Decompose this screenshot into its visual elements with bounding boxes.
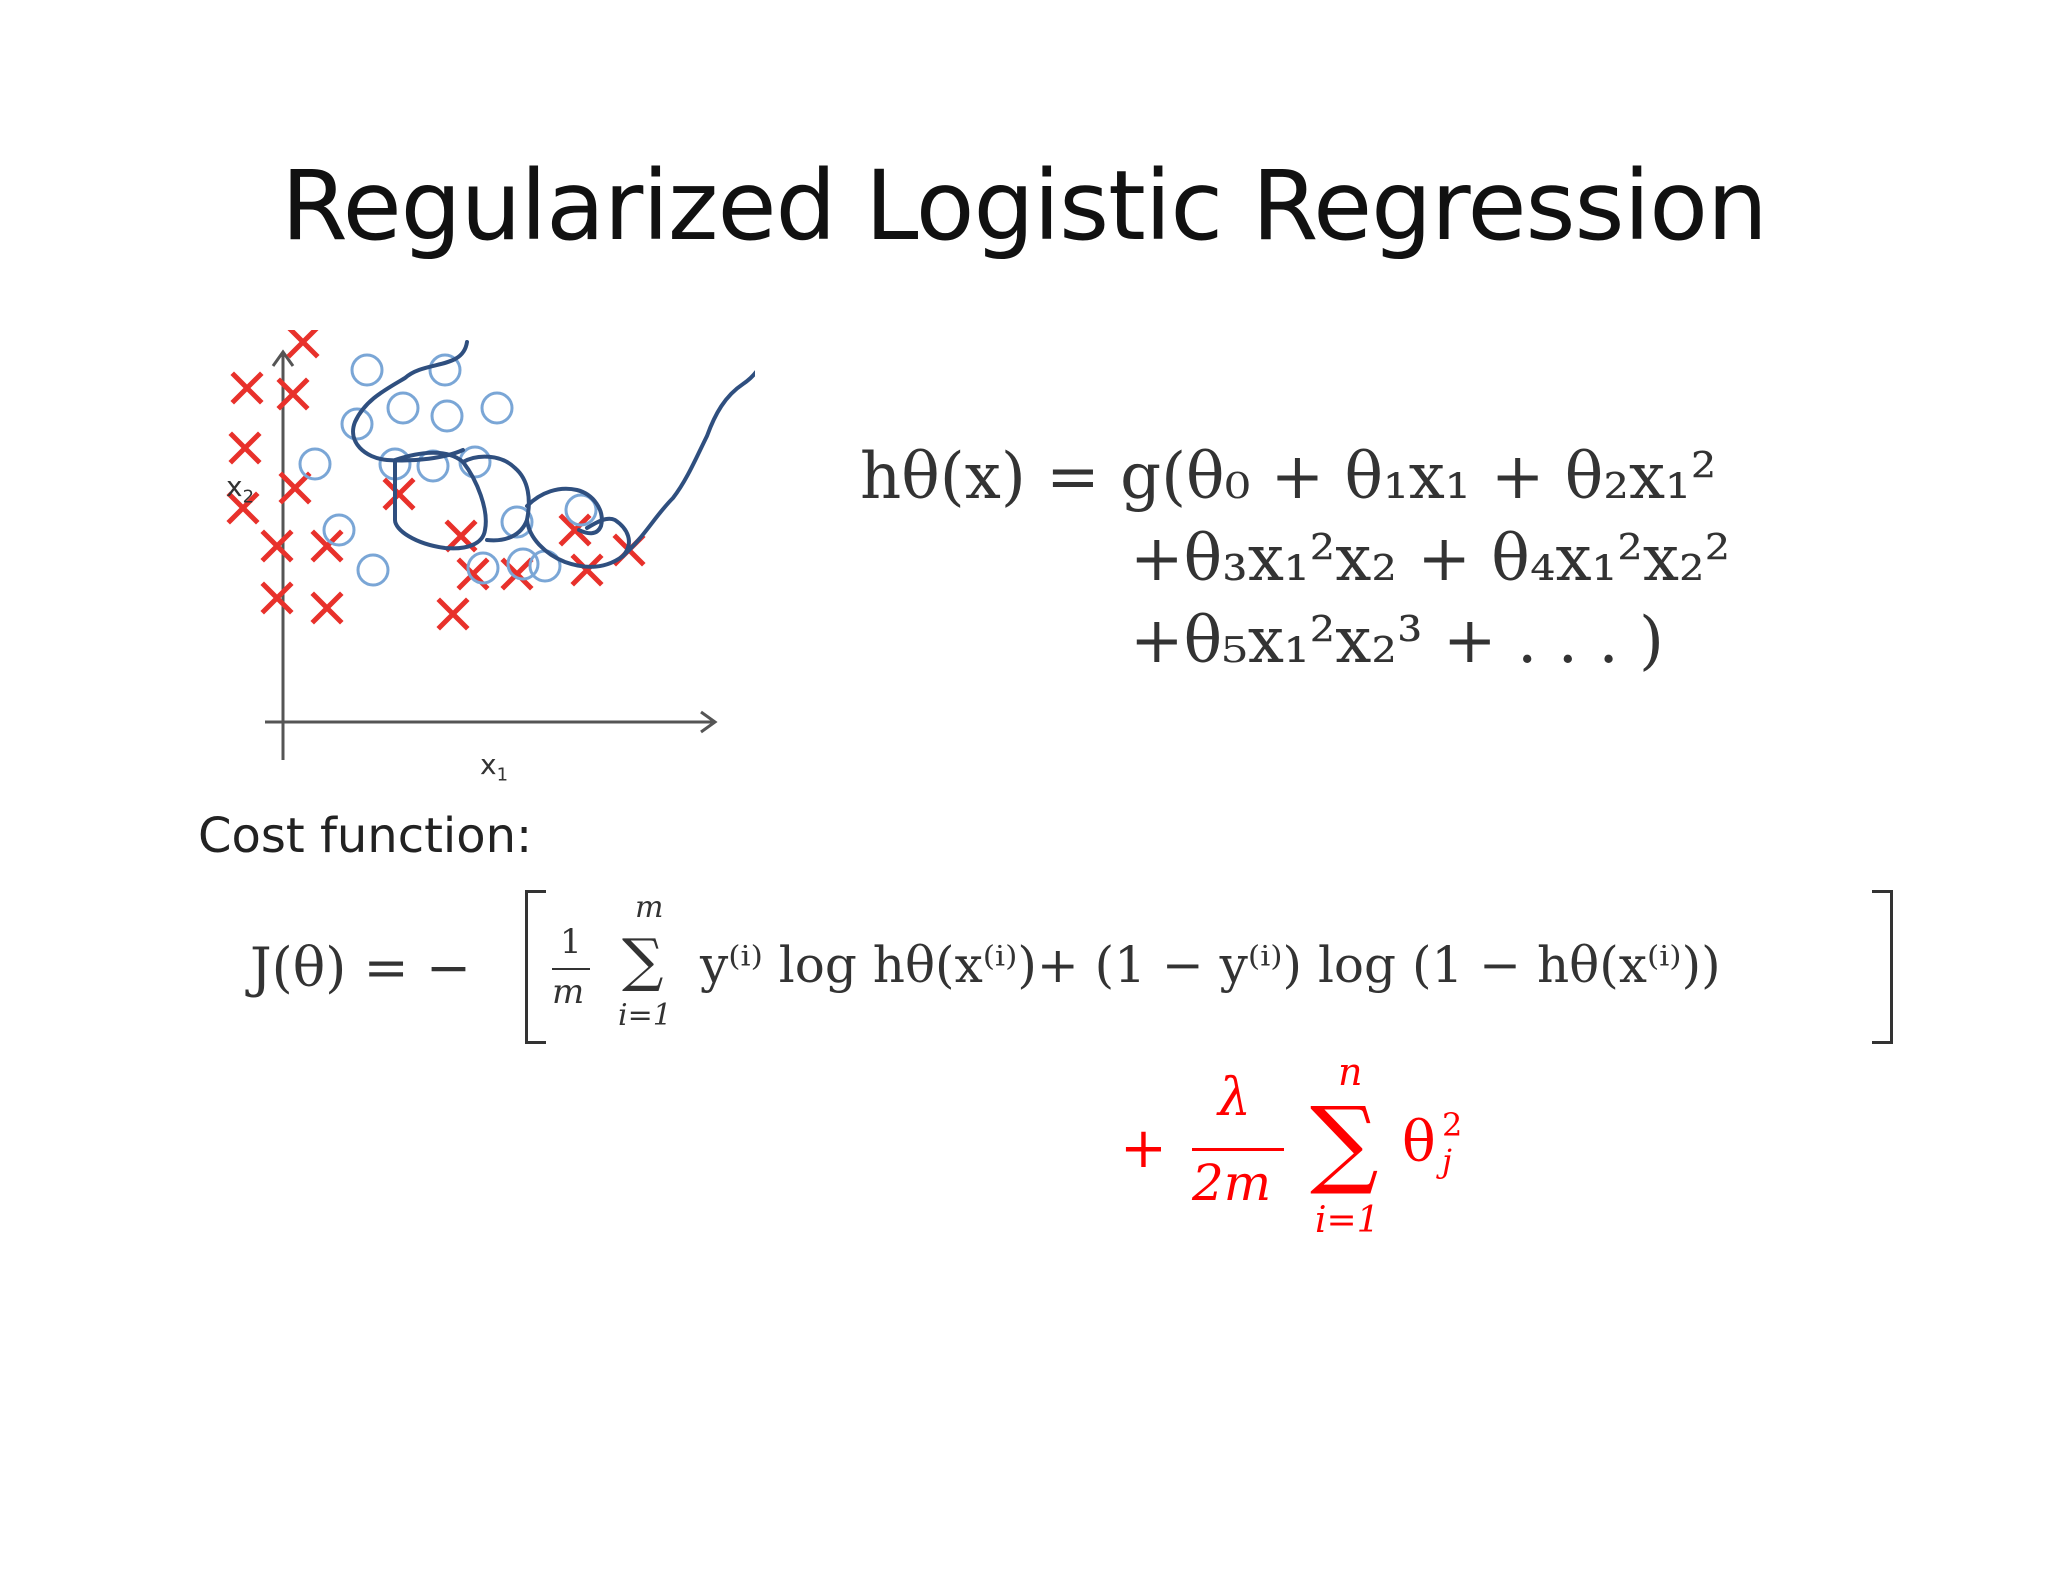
x-axis-arrow — [700, 710, 718, 734]
circle-marker — [322, 513, 356, 547]
cross-marker — [260, 581, 294, 615]
scatter-plot — [226, 330, 755, 760]
cross-markers — [226, 330, 646, 631]
cost-lhs: J(θ) = − — [250, 936, 472, 999]
cost-sum-top: m — [635, 890, 664, 925]
x-axis-label: x1 — [480, 748, 508, 786]
reg-sum-symbol: ∑ — [1310, 1086, 1379, 1198]
slide-title: Regularized Logistic Regression — [281, 150, 1768, 262]
x-axis-label-sub: 1 — [496, 764, 509, 786]
cost-equation: J(θ) = − 1 m m ∑ i=1 y⁽ⁱ⁾ log hθ(x⁽ⁱ⁾)+ … — [250, 880, 1910, 1050]
cross-marker — [436, 597, 470, 631]
hypothesis-line-3: +θ₅x₁²x₂³ + . . . ) — [1130, 604, 1664, 678]
circle-marker — [500, 505, 534, 539]
circle-marker — [350, 353, 384, 387]
reg-term-theta: θ — [1402, 1110, 1436, 1175]
reg-term-sub: j — [1442, 1142, 1452, 1180]
cost-body: y⁽ⁱ⁾ log hθ(x⁽ⁱ⁾)+ (1 − y⁽ⁱ⁾) log (1 − h… — [700, 936, 1721, 994]
cross-marker — [558, 513, 592, 547]
circle-marker — [466, 551, 500, 585]
cost-frac-num: 1 — [560, 922, 582, 962]
cross-marker — [310, 591, 344, 625]
cross-marker — [278, 471, 312, 505]
cross-marker — [228, 431, 262, 465]
cost-sum-symbol: ∑ — [622, 926, 664, 994]
cost-frac-bar — [552, 968, 590, 970]
y-axis-arrow — [271, 349, 295, 367]
regularization-term: + λ 2m n ∑ i=1 θ 2 j — [1110, 1050, 1530, 1250]
cross-marker — [382, 477, 416, 511]
y-axis-label: x2 — [226, 470, 254, 508]
decision-boundary — [351, 340, 755, 569]
cross-marker — [226, 491, 260, 525]
reg-frac-den: 2m — [1192, 1154, 1272, 1212]
reg-plus: + — [1120, 1116, 1167, 1181]
reg-frac-bar — [1192, 1148, 1284, 1151]
cross-marker — [276, 377, 310, 411]
reg-frac-num: λ — [1218, 1068, 1251, 1128]
hypothesis-line-1: hθ(x) = g(θ₀ + θ₁x₁ + θ₂x₁² — [860, 440, 1717, 514]
hypothesis-equation: hθ(x) = g(θ₀ + θ₁x₁ + θ₂x₁² +θ₃x₁²x₂ + θ… — [860, 440, 1760, 740]
cost-frac-den: m — [552, 972, 585, 1012]
circle-marker — [356, 553, 390, 587]
right-bracket — [1872, 890, 1893, 1044]
circle-marker — [386, 391, 420, 425]
reg-term-sup: 2 — [1442, 1106, 1463, 1144]
cross-marker — [230, 371, 264, 405]
circle-marker — [298, 447, 332, 481]
x-axis-label-text: x — [480, 748, 497, 781]
circle-marker — [340, 407, 374, 441]
reg-sum-top: n — [1338, 1050, 1363, 1094]
circle-marker — [506, 547, 540, 581]
circle-marker — [564, 493, 598, 527]
circle-marker — [430, 399, 464, 433]
cross-marker — [310, 529, 344, 563]
cross-marker — [570, 553, 604, 587]
circle-marker — [428, 353, 462, 387]
cross-marker — [260, 529, 294, 563]
y-axis-label-sub: 2 — [242, 486, 255, 508]
left-bracket — [525, 890, 546, 1044]
cost-function-label: Cost function: — [198, 808, 533, 864]
cross-marker — [286, 330, 320, 359]
circle-marker — [480, 391, 514, 425]
hypothesis-line-2: +θ₃x₁²x₂ + θ₄x₁²x₂² — [1130, 522, 1731, 596]
y-axis-label-text: x — [226, 470, 243, 503]
reg-sum-bottom: i=1 — [1315, 1200, 1380, 1241]
cost-sum-bottom: i=1 — [618, 998, 672, 1033]
